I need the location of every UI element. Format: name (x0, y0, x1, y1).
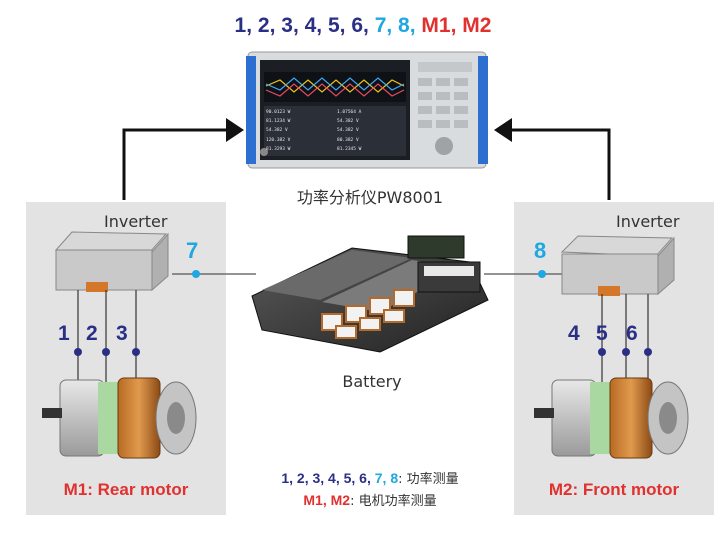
analyzer-caption: 功率分析仪PW8001 (296, 188, 444, 207)
right-arrow-head (494, 118, 512, 142)
power-analyzer (246, 51, 488, 169)
header-channel-10: 6 (351, 14, 364, 37)
legend-line-1: 1, 2, 3, 4, 5, 6, 7, 8: 功率测量 (226, 468, 514, 490)
header-channel-1: , (246, 14, 258, 37)
channel-1-label: 1 (58, 322, 70, 345)
header-channel-6: 4 (304, 14, 317, 37)
probe-dot-6 (644, 348, 652, 356)
header-channel-12: 7 (374, 14, 387, 37)
header-channel-13: , (386, 14, 399, 37)
screen-readout: 81.1234 W (266, 119, 291, 125)
screen-readout: 81.3293 W (266, 146, 291, 152)
screen-readout: 54.382 V (337, 119, 359, 125)
legend-power-text: : 功率测量 (398, 472, 459, 487)
left-arrow (122, 128, 228, 200)
screen-readout: 54.382 V (266, 128, 288, 134)
right-inverter (560, 235, 675, 296)
battery-label: Battery (342, 372, 402, 391)
channel-4-label: 4 (568, 322, 580, 345)
screen-readout: 90.0123 W (266, 110, 291, 115)
header-channel-0: 1 (234, 14, 247, 37)
screen-readout: 80.382 V (337, 137, 359, 143)
channel-5-label: 5 (596, 322, 608, 345)
probe-dot-8 (538, 270, 546, 278)
header-channel-2: 2 (257, 14, 270, 37)
left-inverter (54, 231, 169, 292)
legend-channels-navy: 1, 2, 3, 4, 5, 6, (281, 470, 375, 486)
header-channel-17: , (450, 14, 463, 37)
header-channel-18: M2 (462, 14, 492, 37)
probe-dot-4 (598, 348, 606, 356)
legend-motor-text: : 电机功率测量 (350, 494, 437, 509)
legend-motor-channels: M1, M2 (303, 492, 351, 508)
right-motor (534, 377, 689, 459)
legend-channels-cyan: 7, 8 (374, 470, 399, 486)
channel-7-label: 7 (186, 238, 199, 263)
channel-header: 1, 2, 3, 4, 5, 6, 7, 8, M1, M2 (0, 14, 726, 38)
left-inverter-label: Inverter (104, 212, 168, 231)
header-channel-9: , (339, 14, 352, 37)
right-arrow (510, 128, 611, 200)
channel-8-label: 8 (534, 238, 547, 263)
channel-2-label: 2 (86, 322, 98, 345)
header-channel-7: , (316, 14, 328, 37)
probe-dot-5 (622, 348, 630, 356)
screen-readout: 1.07564 A (337, 110, 362, 115)
channel-6-label: 6 (626, 322, 638, 345)
header-channel-16: M1 (421, 14, 451, 37)
screen-readout: 54.382 V (337, 128, 359, 134)
battery-pack (251, 235, 489, 353)
legend-line-2: M1, M2: 电机功率测量 (226, 490, 514, 512)
right-motor-label: M2: Front motor (548, 480, 680, 499)
probe-dot-3 (132, 348, 140, 356)
right-inverter-label: Inverter (616, 212, 680, 231)
header-channel-15: , (409, 14, 422, 37)
screen-readout: 120.382 V (266, 137, 291, 143)
analyzer-readouts: 90.0123 W 1.07564 A 81.1234 W 54.382 V 54.38… (266, 108, 404, 154)
channel-3-label: 3 (116, 322, 128, 345)
header-channel-4: 3 (281, 14, 293, 37)
header-channel-3: , (269, 14, 282, 37)
header-channel-8: 5 (327, 14, 340, 37)
legend: 1, 2, 3, 4, 5, 6, 7, 8: 功率测量 M1, M2: 电机功… (226, 468, 514, 512)
header-channel-14: 8 (398, 14, 410, 37)
left-motor-label: M1: Rear motor (63, 480, 189, 499)
left-motor (42, 377, 197, 459)
header-channel-11: , (363, 14, 375, 37)
probe-dot-7 (192, 270, 200, 278)
probe-dot-1 (74, 348, 82, 356)
probe-dot-2 (102, 348, 110, 356)
header-channel-5: , (292, 14, 305, 37)
screen-readout: 81.2345 W (337, 146, 362, 152)
left-arrow-head (226, 118, 244, 142)
